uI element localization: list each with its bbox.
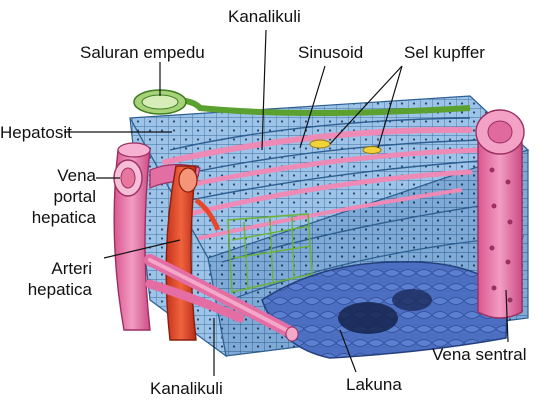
bile-canaliculi xyxy=(231,215,312,291)
label-kanalikuli-bottom: Kanalikuli xyxy=(150,379,223,398)
label-kanalikuli-top: Kanalikuli xyxy=(228,7,301,26)
sinusoid-channel xyxy=(198,188,462,240)
central-vein-pores xyxy=(489,167,513,303)
central-vein xyxy=(477,139,523,319)
lakuna-dark-spot xyxy=(338,302,398,334)
hepatocyte-plate xyxy=(169,117,471,151)
sinusoid-channel xyxy=(182,169,473,218)
portal-vein-branch-tube xyxy=(145,279,245,323)
kupffer-cell xyxy=(362,146,382,154)
kupffer-cell xyxy=(309,139,331,149)
leader-lines xyxy=(64,29,509,376)
label-sinusoid: Sinusoid xyxy=(298,43,364,62)
sinusoid-channel xyxy=(172,147,483,191)
hepatocyte-plate xyxy=(189,159,496,201)
label-arteri-hepatica: Arteri hepatica xyxy=(27,259,92,299)
hepatic-artery-opening xyxy=(178,167,198,193)
bile-canaliculi xyxy=(227,213,313,293)
hepatocyte-plate xyxy=(179,139,481,176)
hepatic-artery-branch xyxy=(194,197,221,231)
label-hepatosit: Hepatosit xyxy=(0,123,72,142)
lakuna-dark-spot xyxy=(392,289,432,311)
label-vena-portal-hepatica: Vena portal hepatica xyxy=(31,166,96,227)
sinusoid-channel xyxy=(162,126,473,165)
label-vena-sentral: Vena sentral xyxy=(432,345,527,364)
label-sel-kupffer: Sel kupffer xyxy=(404,43,485,62)
label-saluran-empedu: Saluran empedu xyxy=(80,43,205,62)
label-lakuna: Lakuna xyxy=(346,375,402,394)
